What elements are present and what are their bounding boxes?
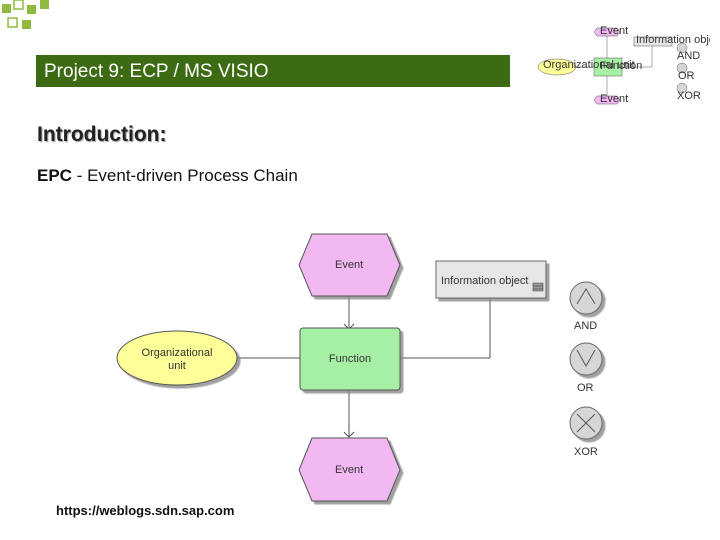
or-connector-shape — [569, 342, 603, 376]
thumb-and-label: AND — [677, 50, 700, 62]
thumb-or-gate — [676, 62, 688, 74]
thumb-info-object — [633, 36, 673, 47]
thumb-xor-label: XOR — [677, 90, 701, 102]
slide-title: Project 9: ECP / MS VISIO — [44, 61, 269, 82]
deco-square — [7, 17, 18, 28]
deco-square — [2, 4, 11, 13]
org-unit-label-line2: unit — [168, 360, 186, 372]
thumb-xor-gate — [676, 82, 688, 94]
and-symbol — [576, 288, 596, 305]
thumb-or-label: OR — [678, 70, 695, 82]
event-top-label: Event — [335, 259, 363, 271]
deco-square — [13, 0, 24, 10]
subtitle: EPC - Event-driven Process Chain — [37, 166, 298, 186]
function-shape — [299, 327, 401, 391]
corner-decoration — [2, 0, 49, 29]
database-icon — [532, 282, 544, 292]
thumb-org-label: Organizational unit — [543, 59, 635, 71]
arrowhead — [343, 431, 355, 438]
event-bottom-shape — [298, 437, 401, 502]
information-object-label: Information object — [441, 275, 528, 287]
thumb-function-label: Function — [600, 60, 642, 72]
thumb-event-bottom — [593, 95, 621, 105]
title-bar — [36, 55, 510, 87]
org-unit-shape — [116, 330, 238, 386]
source-link[interactable]: https://weblogs.sdn.sap.com — [56, 503, 235, 518]
event-bottom-label: Event — [335, 464, 363, 476]
org-unit-label-line1: Organizational — [142, 347, 213, 359]
deco-square — [27, 5, 36, 14]
thumb-event-top — [593, 27, 621, 37]
and-connector-shape — [569, 281, 603, 315]
and-label: AND — [574, 320, 597, 332]
subtitle-abbr: EPC — [37, 166, 72, 185]
section-heading: Introduction: — [37, 123, 167, 146]
thumb-info-label: Information object — [636, 34, 710, 46]
or-symbol — [576, 349, 596, 368]
thumbnail-diagram: Event Information object Function Organi… — [534, 18, 710, 118]
event-top-shape — [298, 233, 401, 297]
xor-symbol — [576, 413, 596, 433]
thumb-and-gate — [676, 42, 688, 54]
deco-square — [22, 20, 31, 29]
function-label: Function — [329, 353, 371, 365]
deco-square — [40, 0, 49, 9]
thumb-event-top-label: Event — [600, 25, 628, 37]
subtitle-text: - Event-driven Process Chain — [71, 166, 298, 185]
xor-label: XOR — [574, 446, 598, 458]
or-label: OR — [577, 382, 594, 394]
information-object-shape — [435, 260, 547, 299]
